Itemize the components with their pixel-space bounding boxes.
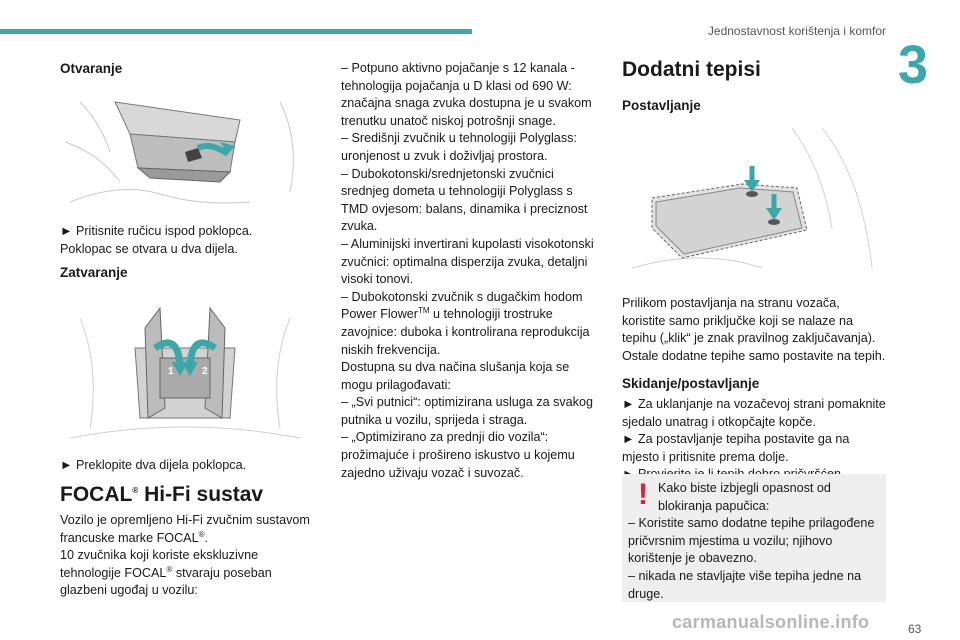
page-number: 63 [908,622,922,636]
mode-front: – „Optimizirano za prednji dio vozila“: … [341,430,575,480]
watermark: carmanualsonline.info [672,612,870,632]
middle-column: – Potpuno aktivno pojačanje s 12 kanala … [341,60,603,482]
warning-intro: Kako biste izbjegli opasnost od blokiran… [658,481,831,513]
heading-dodatni-tepisi: Dodatni tepisi [622,58,761,81]
heading-focal: FOCAL® Hi-Fi sustav [60,483,264,506]
focal-feature-subwoofer: – Dubokotonski zvučnik s dugačkim hodom … [341,289,590,357]
heading-zatvaranje: Zatvaranje [60,265,128,280]
focal-intro: Vozilo je opremljeno Hi-Fi zvučnim susta… [60,513,310,545]
left-column-top: Otvaranje [60,60,310,78]
close-step: ► Preklopite dva dijela poklopca. [60,458,247,472]
heading-skidanje: Skidanje/postavljanje [622,376,760,392]
open-note: Poklopac se otvara u dva dijela. [60,241,238,256]
focal-feature-center: – Središnji zvučnik u tehnologiji Polygl… [341,131,577,163]
heading-otvaranje: Otvaranje [60,61,123,76]
figure-armrest-opening [60,82,310,214]
chapter-number: 3 [898,35,929,95]
chapter-title: Jednostavnost korištenja i komfor [707,24,886,38]
left-column-close-heading: Zatvaranje [60,264,310,282]
figure-label-1: 1 [168,366,174,377]
left-column-close-text: ► Preklopite dva dijela poklopca. [60,457,310,475]
figure-armrest-closing: 1 2 [60,288,310,452]
install-driver-side: Prilikom postavljanja na stranu vozača, … [622,296,876,346]
figure-floor-mat [622,118,886,288]
warning-item-1: – Koristite samo dodatne tepihe prilagođ… [628,516,875,566]
right-column-install-text: Prilikom postavljanja na stranu vozača, … [622,295,886,484]
focal-speakers: 10 zvučnika koji koriste ekskluzivne teh… [60,548,272,598]
remove-step-2: ► Za postavljanje tepiha postavite ga na… [622,432,850,464]
left-column-open-text: ► Pritisnite ručicu ispod poklopca. Pokl… [60,223,310,258]
install-others: Ostale dodatne tepihe samo postavite na … [622,348,886,363]
open-step: ► Pritisnite ručicu ispod poklopca. [60,224,253,238]
warning-icon: ! [638,478,648,511]
warning-text: Kako biste izbjegli opasnost od blokiran… [628,480,880,603]
header-accent-bar [0,29,472,34]
remove-step-1: ► Za uklanjanje na vozačevoj strani poma… [622,396,886,429]
left-column-focal: FOCAL® Hi-Fi sustav Vozilo je opremljeno… [60,482,318,600]
figure-label-2: 2 [202,366,208,377]
listening-modes-intro: Dostupna su dva načina slušanja koja se … [341,360,570,392]
focal-feature-amplifier: – Potpuno aktivno pojačanje s 12 kanala … [341,61,592,128]
focal-feature-midrange: – Dubokotonski/srednjetonski zvučnici sr… [341,166,588,234]
warning-box: ! Kako biste izbjegli opasnost od blokir… [622,474,886,602]
heading-postavljanje: Postavljanje [622,98,701,113]
warning-item-2: – nikada ne stavljajte više tepiha jedne… [628,568,862,601]
mode-all-passengers: – „Svi putnici“: optimizirana usluga za … [341,395,593,427]
focal-feature-tweeter: – Aluminijski invertirani kupolasti viso… [341,236,594,287]
right-column-headings: Dodatni tepisi Postavljanje [622,57,886,115]
